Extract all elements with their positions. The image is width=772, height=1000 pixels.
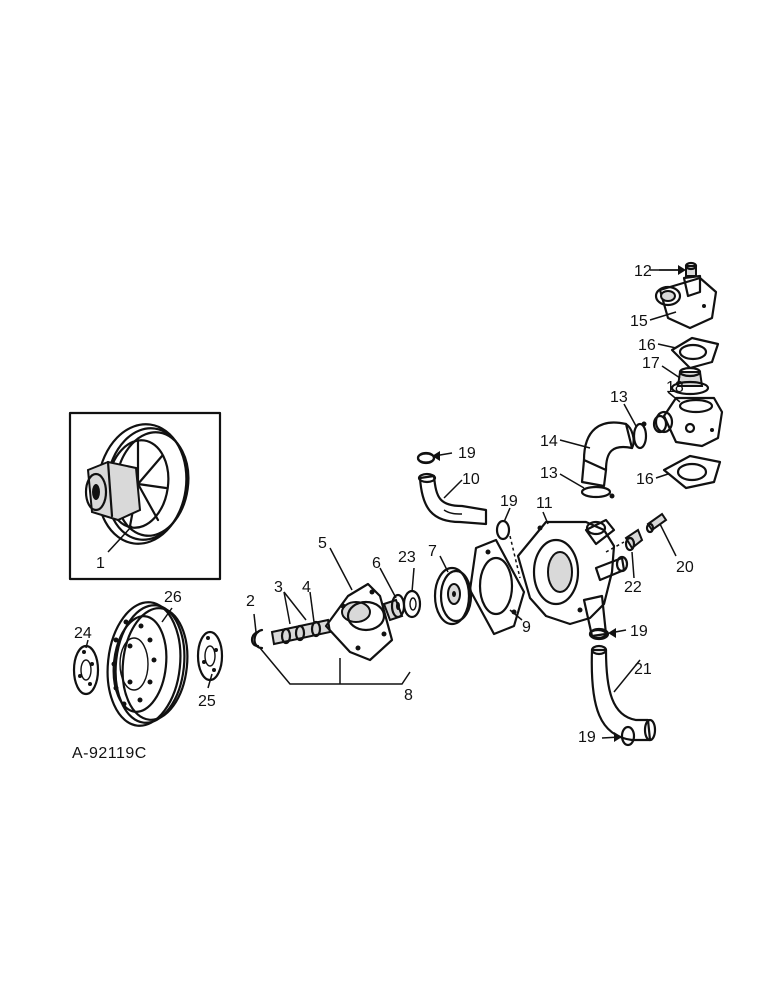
callout-21: 21 bbox=[634, 661, 652, 678]
drawing-code: A-92119C bbox=[72, 745, 147, 762]
elbow-hose bbox=[580, 421, 635, 488]
flange-plate-right bbox=[196, 630, 224, 682]
pump-shaft bbox=[270, 618, 332, 646]
hose-clamp-lower bbox=[580, 485, 615, 499]
seal-washer bbox=[402, 589, 422, 619]
callout-19-outlet: 19 bbox=[630, 623, 648, 640]
callout-16-lower: 16 bbox=[636, 471, 654, 488]
flange-plate-left bbox=[72, 644, 100, 696]
callout-23: 23 bbox=[398, 549, 416, 566]
snap-ring bbox=[250, 628, 264, 650]
callout-26: 26 bbox=[164, 589, 182, 606]
callout-13-lower: 13 bbox=[540, 465, 558, 482]
outlet-hose bbox=[590, 644, 657, 742]
callout-2: 2 bbox=[246, 593, 255, 610]
callout-15: 15 bbox=[630, 313, 648, 330]
callout-11: 11 bbox=[536, 495, 553, 512]
impeller bbox=[433, 566, 473, 626]
callout-18: 18 bbox=[666, 379, 684, 396]
callout-19-mid: 19 bbox=[500, 493, 518, 510]
callout-labels: 1 2 3 4 5 6 7 8 9 10 11 12 13 13 14 15 1… bbox=[72, 263, 694, 762]
crank-pulley bbox=[106, 601, 189, 727]
callout-22: 22 bbox=[624, 579, 642, 596]
thermostat-cover bbox=[654, 274, 718, 330]
pump-seal bbox=[382, 593, 406, 622]
callout-25: 25 bbox=[198, 693, 216, 710]
stud-fitting bbox=[645, 512, 668, 534]
callout-5: 5 bbox=[318, 535, 327, 552]
callout-20: 20 bbox=[676, 559, 694, 576]
o-ring-hose-top bbox=[416, 452, 436, 464]
bearing-housing bbox=[324, 582, 394, 662]
callout-16-upper: 16 bbox=[638, 337, 656, 354]
callout-3: 3 bbox=[274, 579, 283, 596]
callout-19-top: 19 bbox=[458, 445, 476, 462]
leader-lines bbox=[85, 265, 686, 742]
o-ring-hose-bottom bbox=[620, 725, 636, 747]
callout-4: 4 bbox=[302, 579, 311, 596]
callout-1: 1 bbox=[96, 555, 105, 572]
water-pump-body bbox=[509, 518, 629, 640]
callout-14: 14 bbox=[540, 433, 558, 450]
gasket-lower bbox=[662, 454, 722, 490]
elbow-fitting bbox=[605, 528, 644, 553]
callout-6: 6 bbox=[372, 555, 381, 572]
hose-clamp-upper bbox=[632, 421, 648, 450]
callout-8: 8 bbox=[404, 687, 413, 704]
thermostat-housing bbox=[652, 396, 724, 448]
o-ring-pump-outlet bbox=[588, 627, 610, 641]
thermostat bbox=[670, 366, 710, 396]
callout-10: 10 bbox=[462, 471, 480, 488]
inset-pulley-assembly bbox=[68, 411, 222, 581]
callout-7: 7 bbox=[428, 543, 437, 560]
callout-12: 12 bbox=[634, 263, 652, 280]
gasket-upper bbox=[670, 336, 720, 370]
pump-body-gasket bbox=[468, 538, 526, 636]
bleed-screw bbox=[684, 261, 698, 277]
callout-9: 9 bbox=[522, 619, 531, 636]
callout-19-bottom: 19 bbox=[578, 729, 596, 746]
bypass-hose bbox=[416, 451, 488, 526]
callout-17: 17 bbox=[642, 355, 660, 372]
callout-24: 24 bbox=[74, 625, 92, 642]
callout-13-upper: 13 bbox=[610, 389, 628, 406]
o-ring-hose-end bbox=[495, 519, 511, 541]
